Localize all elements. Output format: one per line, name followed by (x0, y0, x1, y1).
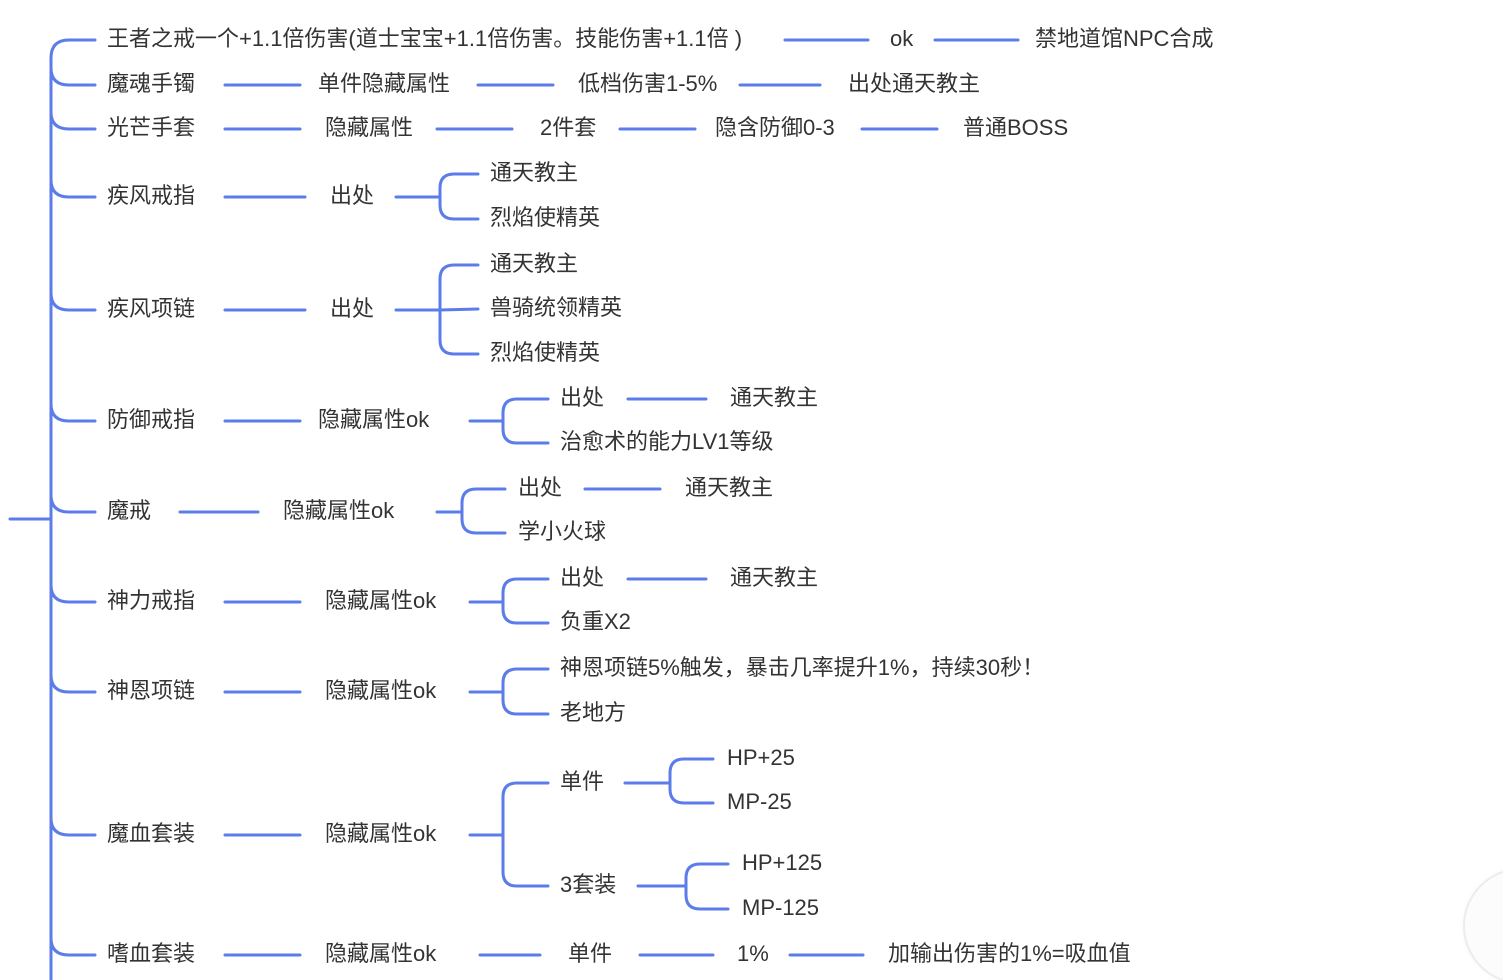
node-shixue-set-hidden[interactable]: 隐藏属性ok (325, 940, 437, 968)
node-source-tongtian[interactable]: 出处通天教主 (848, 70, 981, 98)
node-shenli-ring-tongtian[interactable]: 通天教主 (730, 564, 819, 592)
node-jifeng-necklace-lieyan[interactable]: 烈焰使精英 (490, 339, 601, 367)
node-mohun-bracelet[interactable]: 魔魂手镯 (107, 70, 196, 98)
node-shixue-set[interactable]: 嗜血套装 (107, 940, 196, 968)
node-ok[interactable]: ok (890, 25, 914, 53)
node-jifeng-ring[interactable]: 疾风戒指 (107, 182, 196, 210)
node-moxue-set-hidden[interactable]: 隐藏属性ok (325, 820, 437, 848)
node-shenli-ring-hidden[interactable]: 隐藏属性ok (325, 587, 437, 615)
node-npc-synthesis[interactable]: 禁地道馆NPC合成 (1035, 25, 1214, 53)
node-jifeng-necklace-shouqi[interactable]: 兽骑统领精英 (490, 294, 623, 322)
node-low-damage[interactable]: 低档伤害1-5% (578, 70, 718, 98)
node-shenli-ring-source[interactable]: 出处 (560, 564, 605, 592)
node-jifeng-necklace[interactable]: 疾风项链 (107, 295, 196, 323)
node-2pc-set[interactable]: 2件套 (540, 114, 597, 142)
node-moxue-single[interactable]: 单件 (560, 768, 605, 796)
node-shixue-lifesteal[interactable]: 加输出伤害的1%=吸血值 (888, 940, 1131, 968)
node-moxue-hp125[interactable]: HP+125 (742, 849, 823, 877)
node-shenen-necklace-hidden[interactable]: 隐藏属性ok (325, 677, 437, 705)
node-mojie-source[interactable]: 出处 (518, 474, 563, 502)
node-shenli-ring-weight[interactable]: 负重X2 (560, 608, 631, 636)
node-mojie-fireball[interactable]: 学小火球 (518, 518, 607, 546)
node-shenen-necklace[interactable]: 神恩项链 (107, 677, 196, 705)
node-moxue-3set[interactable]: 3套装 (560, 871, 617, 899)
node-shenen-old-place[interactable]: 老地方 (560, 699, 627, 727)
node-jifeng-necklace-tongtian[interactable]: 通天教主 (490, 250, 579, 278)
node-shixue-1pct[interactable]: 1% (737, 940, 769, 968)
floating-button[interactable] (1463, 868, 1503, 980)
node-defense-ring-tongtian[interactable]: 通天教主 (730, 384, 819, 412)
node-mojie[interactable]: 魔戒 (107, 497, 152, 525)
node-moxue-mp125[interactable]: MP-125 (742, 894, 820, 922)
node-jifeng-ring-tongtian[interactable]: 通天教主 (490, 159, 579, 187)
node-moxue-set[interactable]: 魔血套装 (107, 820, 196, 848)
node-mojie-tongtian[interactable]: 通天教主 (685, 474, 774, 502)
node-implicit-defense[interactable]: 隐含防御0-3 (715, 114, 835, 142)
node-defense-ring-healing[interactable]: 治愈术的能力LV1等级 (560, 428, 774, 456)
node-shixue-single[interactable]: 单件 (568, 940, 613, 968)
node-mojie-hidden[interactable]: 隐藏属性ok (283, 497, 395, 525)
node-shenen-crit-effect[interactable]: 神恩项链5%触发，暴击几率提升1%，持续30秒！ (560, 654, 1045, 682)
node-jifeng-ring-lieyan[interactable]: 烈焰使精英 (490, 204, 601, 232)
node-moxue-mp25[interactable]: MP-25 (727, 788, 792, 816)
node-hidden-attr[interactable]: 隐藏属性 (325, 114, 414, 142)
node-defense-ring[interactable]: 防御戒指 (107, 406, 196, 434)
node-jifeng-necklace-source[interactable]: 出处 (330, 295, 375, 323)
node-normal-boss[interactable]: 普通BOSS (963, 114, 1069, 142)
node-king-ring[interactable]: 王者之戒一个+1.1倍伤害(道士宝宝+1.1倍伤害。技能伤害+1.1倍 ) (107, 25, 743, 53)
node-single-hidden-attr[interactable]: 单件隐藏属性 (318, 70, 451, 98)
node-defense-ring-hidden[interactable]: 隐藏属性ok (318, 406, 430, 434)
node-guangmang-gloves[interactable]: 光芒手套 (107, 114, 196, 142)
node-jifeng-ring-source[interactable]: 出处 (330, 182, 375, 210)
node-defense-ring-source[interactable]: 出处 (560, 384, 605, 412)
node-moxue-hp25[interactable]: HP+25 (727, 744, 795, 772)
node-shenli-ring[interactable]: 神力戒指 (107, 587, 196, 615)
